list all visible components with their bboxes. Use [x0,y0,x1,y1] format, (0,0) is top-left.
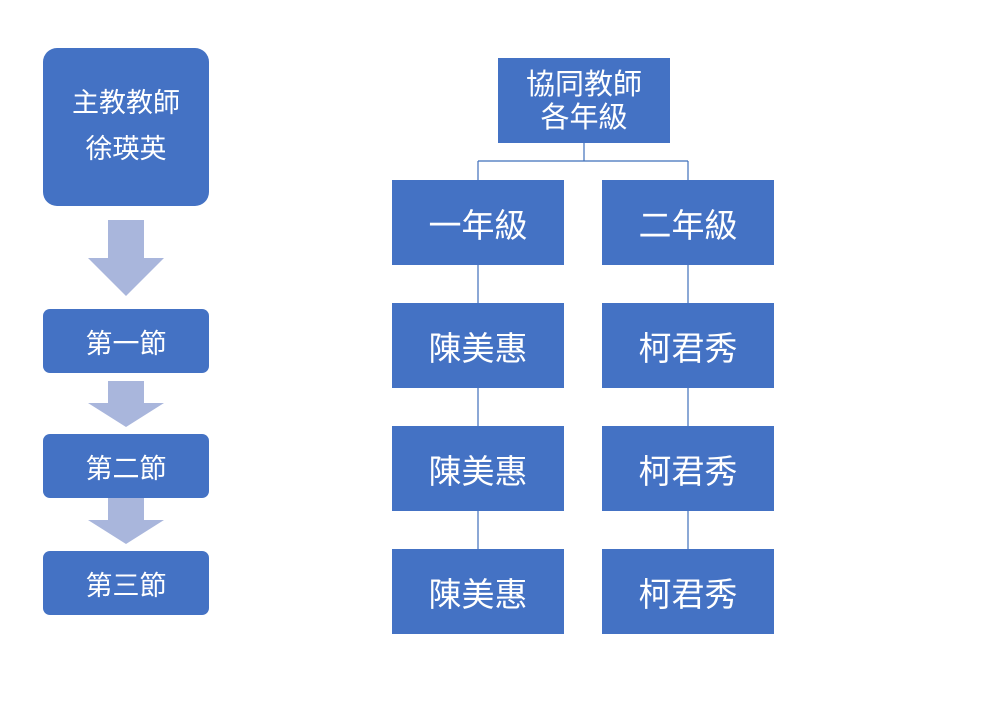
root-title: 協同教師 [525,66,642,101]
teacher-name: 柯君秀 [638,451,738,491]
lead-teacher-box: 主教教師 徐瑛英 [43,48,209,206]
grade-box-1: 一年級 [392,180,564,265]
teacher-box: 陳美惠 [392,303,564,388]
session-box-2: 第二節 [43,434,209,498]
session-box-3: 第三節 [43,551,209,615]
lead-teacher-title: 主教教師 [72,88,180,119]
teacher-box: 陳美惠 [392,426,564,511]
down-arrow-icon [88,220,164,296]
session-label: 第一節 [85,328,167,360]
teacher-name: 柯君秀 [638,574,738,614]
teacher-name: 陳美惠 [428,574,528,614]
down-arrow-icon [88,381,164,427]
teacher-name: 陳美惠 [428,328,528,368]
session-label: 第二節 [85,453,167,485]
teacher-box: 柯君秀 [602,549,774,634]
grade-box-2: 二年級 [602,180,774,265]
co-teacher-root-box: 協同教師 各年級 [498,58,670,143]
session-label: 第三節 [85,570,167,602]
session-box-1: 第一節 [43,309,209,373]
root-subtitle: 各年級 [540,99,628,134]
teacher-box: 柯君秀 [602,426,774,511]
teacher-name: 陳美惠 [428,451,528,491]
grade-label: 一年級 [428,205,528,245]
lead-teacher-name: 徐瑛英 [85,134,167,165]
grade-label: 二年級 [638,205,738,245]
teacher-box: 陳美惠 [392,549,564,634]
down-arrow-icon [88,498,164,544]
teacher-box: 柯君秀 [602,303,774,388]
teacher-name: 柯君秀 [638,328,738,368]
